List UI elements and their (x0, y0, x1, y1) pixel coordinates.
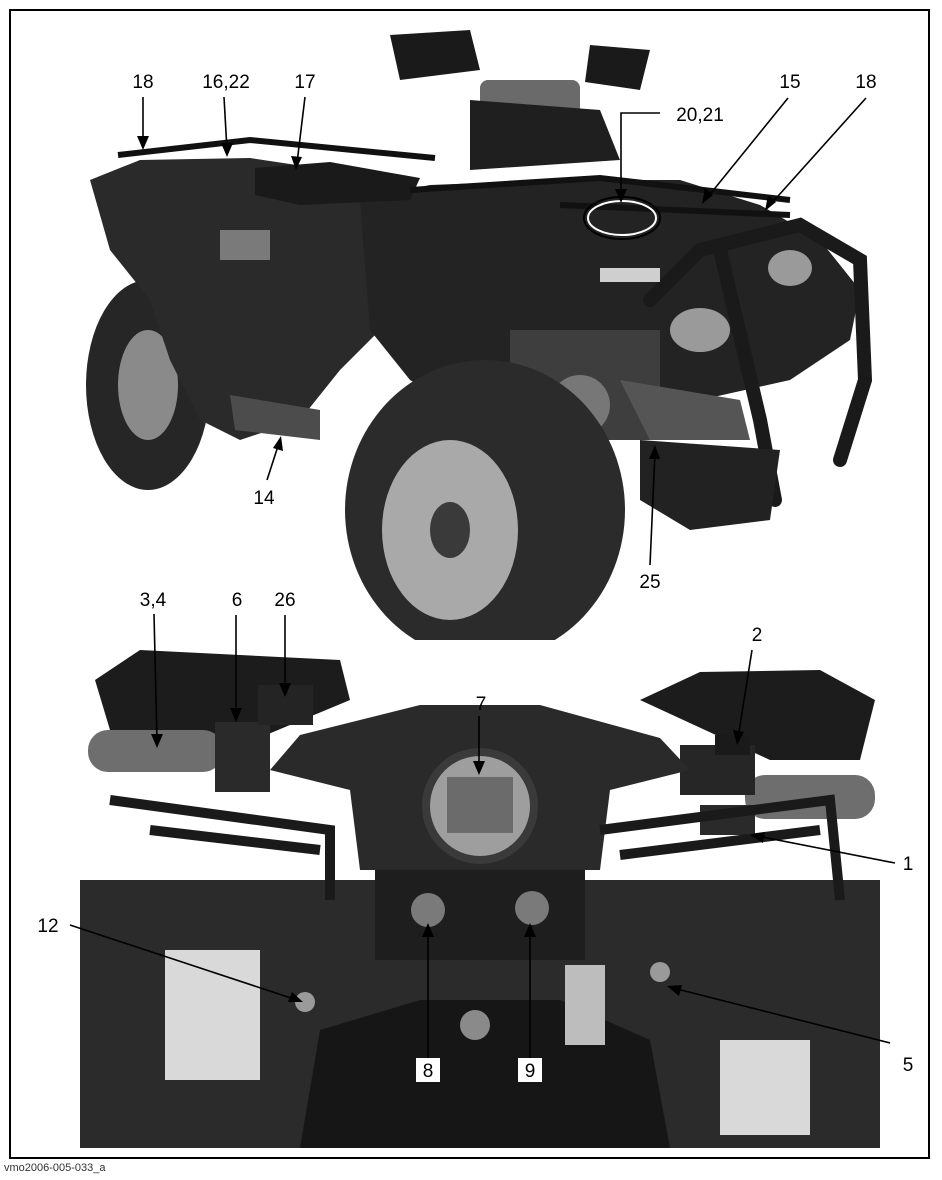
callout-5: 5 (903, 1055, 914, 1076)
callout-labels: 18 16,22 17 20,21 15 18 14 25 3,4 6 26 2… (37, 72, 913, 1082)
atv-overview-photo (86, 30, 873, 660)
callout-9-box (518, 1058, 542, 1082)
figure-code: vmo2006-005-033_a (4, 1162, 106, 1174)
callout-6: 6 (232, 590, 243, 611)
callout-25: 25 (639, 572, 660, 593)
callout-17: 17 (294, 72, 315, 93)
callout-26: 26 (274, 590, 295, 611)
callout-3-4: 3,4 (140, 590, 167, 611)
callout-9: 9 (525, 1061, 536, 1082)
callout-1: 1 (903, 854, 914, 875)
callout-15: 15 (779, 72, 800, 93)
callout-8-box (416, 1058, 440, 1082)
leader-arrowheads (137, 136, 776, 1002)
callout-14: 14 (253, 488, 275, 509)
callout-2: 2 (752, 625, 763, 646)
callout-18-right: 18 (855, 72, 876, 93)
callout-16-22: 16,22 (202, 72, 250, 93)
callout-20-21: 20,21 (676, 105, 724, 126)
callout-12: 12 (37, 916, 58, 937)
callout-18-left: 18 (132, 72, 153, 93)
handlebar-console-photo (80, 640, 882, 1148)
callout-8: 8 (423, 1061, 434, 1082)
callout-7: 7 (476, 694, 487, 715)
leader-lines (69, 96, 896, 1058)
